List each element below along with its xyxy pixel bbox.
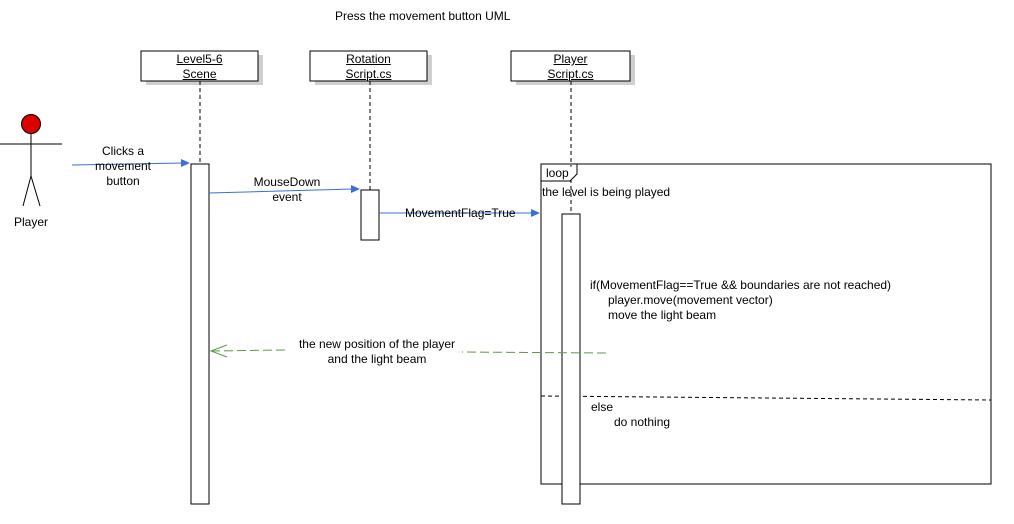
message-flag-label: MovementFlag=True <box>405 206 516 220</box>
activation-rotation <box>360 189 380 241</box>
actor-player-figure <box>0 114 62 207</box>
lifeline-label-player-line1: Player <box>553 52 588 66</box>
lifeline-label-rotation: Rotation Script.cs <box>310 52 427 82</box>
lifeline-label-scene: Level5-6 Scene <box>141 52 258 82</box>
loop-tag-label: loop <box>546 166 569 180</box>
actor-left-leg <box>22 175 32 207</box>
message-mousedown-label: MouseDown event <box>244 175 330 205</box>
lifeline-label-rotation-line1: Rotation <box>346 52 391 66</box>
loop-guard-label: the level is being played <box>542 185 671 199</box>
actor-head <box>21 114 41 134</box>
lifeline-label-player-line2: Script.cs <box>547 67 594 81</box>
actor-right-leg <box>30 175 41 207</box>
message-mousedown-line1: MouseDown <box>253 175 321 189</box>
message-mousedown-line2: event <box>272 190 302 204</box>
message-clicks-line2: movement <box>94 159 152 173</box>
lifeline-box-scene <box>140 50 259 82</box>
lifeline-label-scene-line2: Scene <box>182 67 217 81</box>
message-return-arrow <box>209 344 607 358</box>
loop-else-action: do nothing <box>614 415 671 429</box>
message-return-line1: the new position of the player <box>298 337 456 351</box>
message-mousedown-arrow <box>208 185 360 194</box>
loop-if-line2: player.move(movement vector) <box>608 293 773 307</box>
activation-player <box>561 213 581 505</box>
lifeline-label-scene-line1: Level5-6 <box>176 52 223 66</box>
message-clicks-line3: button <box>106 174 140 188</box>
message-return-label: the new position of the player and the l… <box>287 337 467 367</box>
diagram-title: Press the movement button UML <box>335 9 511 23</box>
lifeline-label-player: Player Script.cs <box>511 52 630 82</box>
lifeline-box-rotation <box>309 50 428 82</box>
message-clicks-label: Clicks a movement button <box>88 144 158 189</box>
message-return-line2: and the light beam <box>327 352 427 366</box>
activation-scene <box>190 163 210 505</box>
lifeline-label-rotation-line2: Script.cs <box>345 67 392 81</box>
loop-frame <box>540 163 992 485</box>
loop-if-line3: move the light beam <box>608 308 717 322</box>
loop-else-label: else <box>591 400 614 414</box>
actor-label: Player <box>13 215 48 229</box>
loop-if-line1: if(MovementFlag==True && boundaries are … <box>590 278 892 292</box>
message-clicks-arrow <box>71 159 190 167</box>
loop-frame-tag <box>541 164 578 182</box>
else-divider <box>540 395 992 401</box>
message-flag-arrow <box>379 209 540 217</box>
message-clicks-line1: Clicks a <box>101 144 144 158</box>
